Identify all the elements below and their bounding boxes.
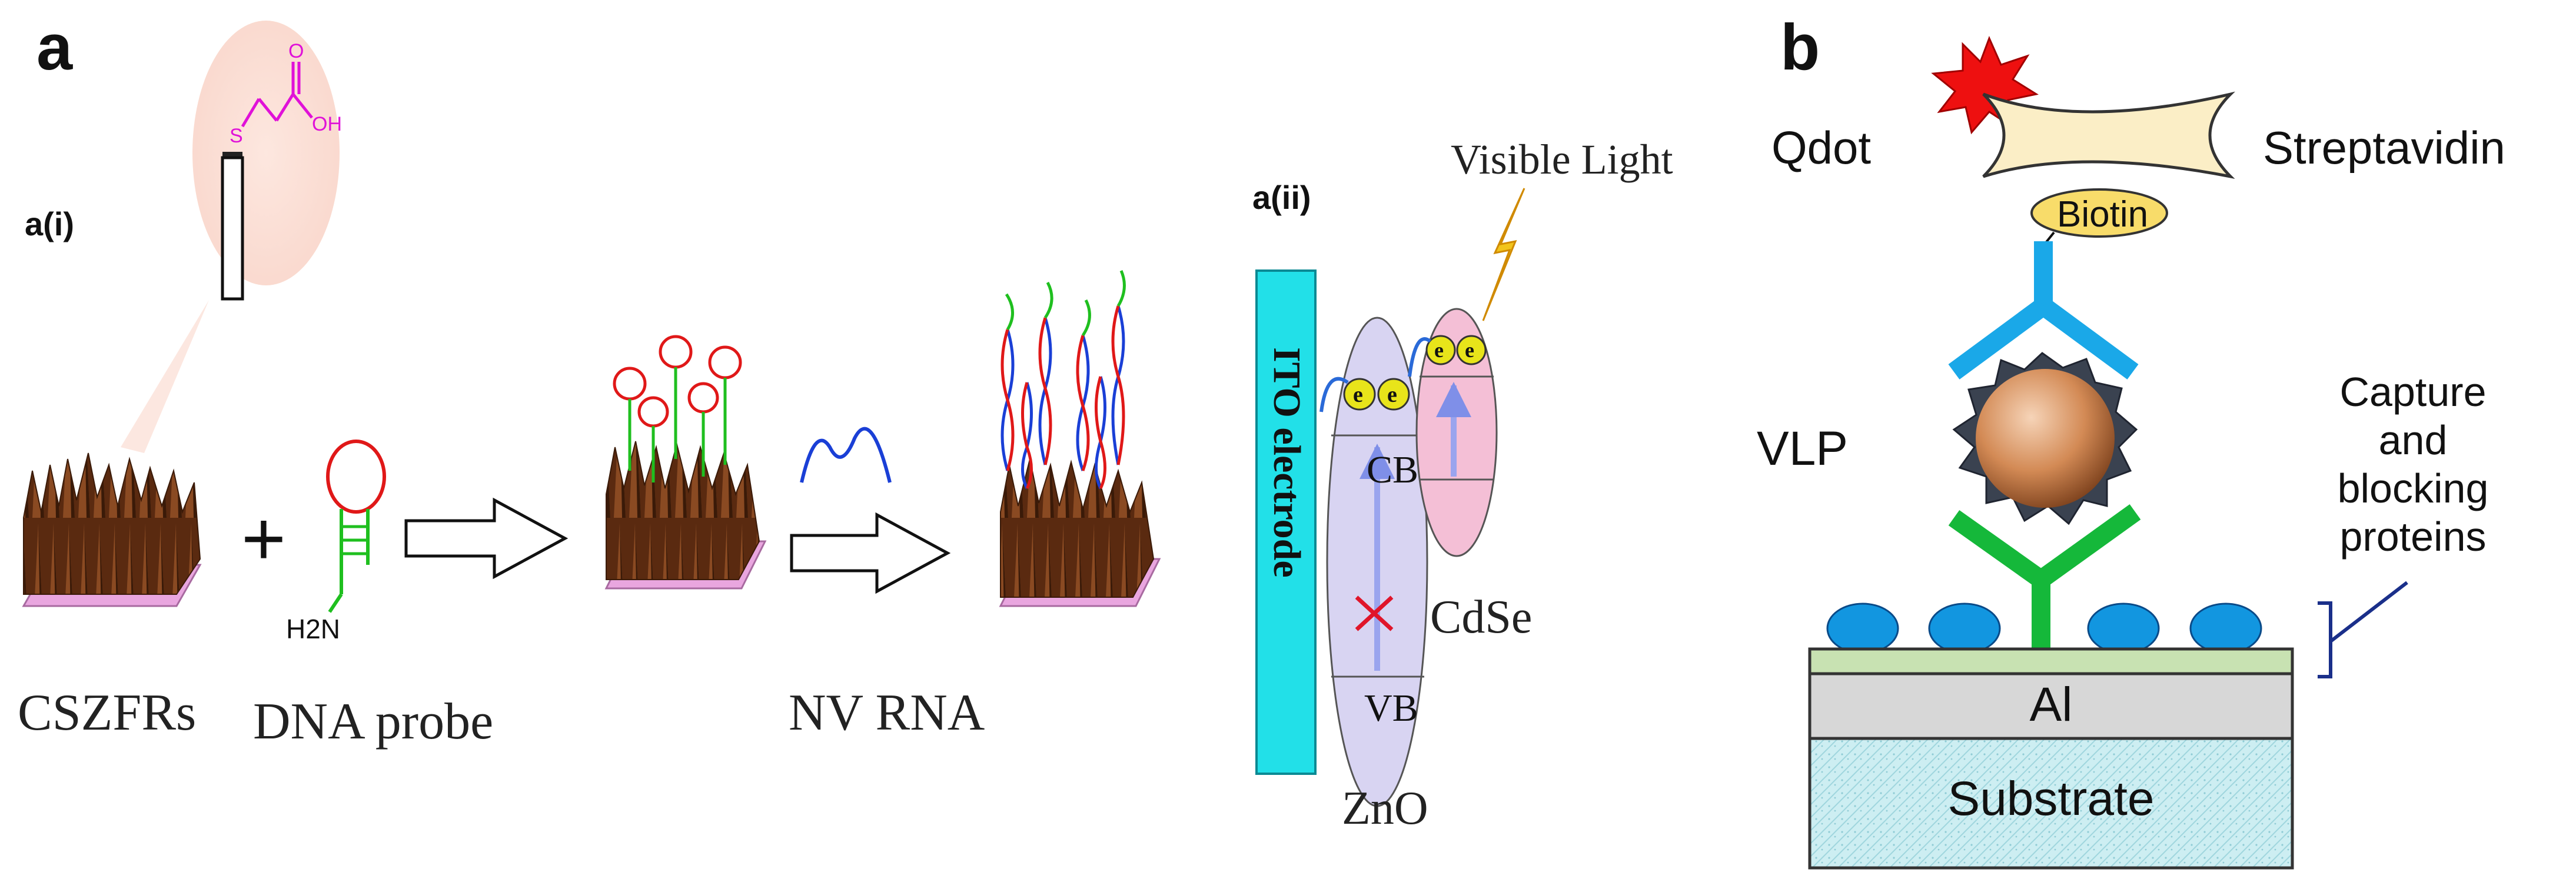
zno-band: CB VB e e (1326, 317, 1428, 807)
capture-antibody-arm-left (1948, 510, 2047, 588)
probe-loop (326, 440, 386, 514)
capture-leader-line (2329, 581, 2408, 643)
blocking-bead-2 (1928, 603, 2001, 654)
vlp-core (1976, 369, 2115, 508)
hybridized-array (999, 270, 1161, 607)
electron-transfer-arrow-zno (1319, 377, 1349, 412)
label-nv-rna: NV RNA (789, 684, 985, 741)
hybrid-strand-3 (1076, 299, 1091, 471)
probe-functionalized-array (604, 335, 767, 590)
cdse-band: e e (1415, 308, 1498, 557)
label-capture-line-4: proteins (2339, 514, 2486, 560)
ito-electrode (1255, 269, 1317, 775)
label-ito-electrode: ITO electrode (1265, 347, 1308, 578)
cszfrs-array (22, 452, 202, 607)
probe-tail (328, 593, 343, 613)
qdot-burst (1931, 36, 2039, 135)
zoom-circle (192, 21, 340, 285)
bound-probe-2 (659, 335, 693, 459)
sub-panel-aii-label: a(ii) (1252, 179, 1311, 216)
label-zno: ZnO (1342, 783, 1428, 834)
blocked-cross (1355, 595, 1394, 631)
rod-forest-3 (1000, 458, 1155, 598)
vlp-particle (1952, 352, 2138, 525)
bound-probe-5 (687, 382, 719, 477)
hybrid-strand-2 (1038, 281, 1053, 465)
substrate-layer (1808, 737, 2294, 870)
electron-4: e (1465, 338, 1474, 362)
detection-antibody (1948, 241, 2139, 380)
electron-3: e (1434, 338, 1444, 362)
label-capture-line-2: and (2379, 417, 2448, 463)
panel-b: b Qdot Streptavidin Biotin VLP (1757, 11, 2505, 870)
blocking-bead-3 (2087, 603, 2160, 654)
label-qdot: Qdot (1771, 122, 1871, 174)
hybrid-strand-1 (1001, 293, 1015, 471)
hydroxyl-label: OH (312, 113, 342, 135)
electron-1: e (1353, 382, 1363, 407)
label-al: Al (2030, 678, 2073, 731)
panel-a: a O OH S a(i) CSZFRs + (18, 11, 1673, 834)
rod-forest-2 (606, 441, 760, 580)
capture-label-group: Capture and blocking proteins (2318, 369, 2489, 678)
label-vb: VB (1364, 687, 1418, 730)
label-substrate: Substrate (1948, 772, 2155, 826)
label-cb: CB (1367, 448, 1418, 491)
rod-forest (23, 452, 201, 595)
label-cszfrs: CSZFRs (18, 684, 196, 741)
plus-sign: + (241, 495, 286, 581)
process-arrow-2 (790, 512, 951, 594)
bond-c2-c3 (275, 93, 295, 122)
nv-rna-wave (800, 427, 892, 483)
process-arrow-1 (404, 497, 569, 580)
bound-probe-1 (613, 367, 647, 471)
bound-probe-3 (708, 345, 742, 465)
oxygen-label: O (288, 40, 304, 62)
nanorod-zoom (221, 156, 244, 301)
label-cdse: CdSe (1430, 591, 1532, 643)
capture-antibody-arm-right (2035, 504, 2141, 587)
bond-c-oh (292, 93, 313, 119)
surface-layer (1808, 647, 2294, 675)
label-visible-light: Visible Light (1451, 136, 1673, 183)
dna-probe-hairpin (326, 440, 386, 613)
label-dna-probe: DNA probe (253, 693, 493, 750)
zno-electrons: e e (1343, 378, 1410, 411)
capture-antibody (1948, 504, 2141, 649)
label-vlp: VLP (1757, 422, 1848, 475)
capture-bracket (2318, 601, 2332, 678)
probe-amine-label: H2N (286, 614, 340, 644)
electron-2: e (1387, 382, 1397, 407)
blocking-bead-1 (1826, 603, 1899, 654)
bond-c1-c2 (258, 98, 278, 122)
sub-panel-ai-label: a(i) (25, 205, 74, 242)
zoom-beam (121, 300, 209, 453)
label-biotin: Biotin (2057, 194, 2148, 235)
bond-s-c1 (241, 98, 261, 128)
nanorod-tip (222, 152, 242, 158)
biotin-ellipse (2030, 188, 2168, 238)
hybrid-strand-5 (1021, 382, 1033, 490)
bound-probe-4 (637, 396, 669, 482)
detection-antibody-arm-left (1948, 298, 2049, 380)
detection-antibody-arm-right (2037, 298, 2139, 380)
capture-antibody-stem (2032, 574, 2050, 649)
hybrid-strand-6 (1095, 376, 1106, 490)
light-bolt (1482, 188, 1525, 321)
label-streptavidin: Streptavidin (2263, 122, 2505, 174)
panel-a-letter: a (36, 11, 73, 84)
label-capture-line-1: Capture (2339, 369, 2486, 415)
blocking-beads (1826, 603, 2262, 654)
blocking-bead-4 (2189, 603, 2262, 654)
streptavidin-shape (1982, 91, 2235, 179)
molecule-zoom-bubble: O OH S (121, 21, 342, 453)
hybrid-strand-4 (1111, 270, 1126, 465)
label-capture-line-3: blocking (2338, 465, 2489, 511)
electron-transfer-arrow-cdse (1408, 337, 1431, 377)
sulfur-label: S (230, 125, 243, 147)
panel-b-letter: b (1780, 11, 1820, 84)
